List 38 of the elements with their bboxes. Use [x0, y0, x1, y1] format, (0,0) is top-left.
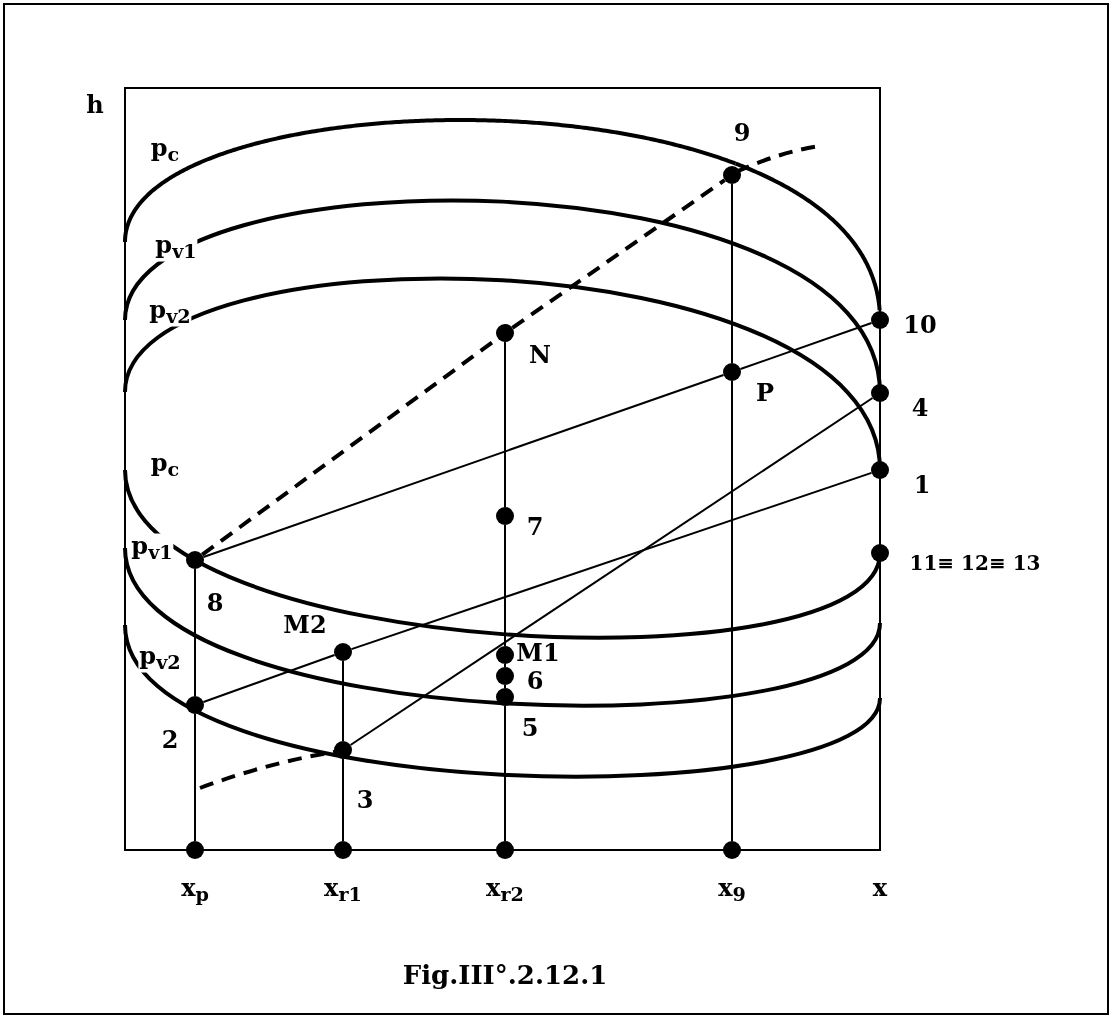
point-label: 11≡ 12≡ 13 — [909, 553, 1041, 573]
point-label: 2 — [161, 728, 179, 752]
point-label: 10 — [903, 313, 937, 337]
axis-tick-label: x$_{p}$ — [181, 875, 209, 905]
point-label: M1 — [516, 641, 560, 665]
axis-tick-label: x$_{r2}$ — [486, 875, 524, 905]
line — [504, 663, 506, 668]
line — [504, 684, 506, 689]
line — [504, 705, 506, 842]
dashed-line — [511, 178, 726, 330]
point-label: 9 — [733, 121, 751, 145]
point-label: N — [529, 343, 551, 367]
axis-tick-label: x$_{r1}$ — [324, 875, 362, 905]
point-label: M2 — [283, 613, 327, 637]
figure-caption: Fig.III°.2.12.1 — [402, 962, 608, 988]
line — [350, 471, 873, 651]
line — [202, 373, 725, 559]
line — [194, 713, 196, 842]
line — [731, 183, 733, 364]
point-label: 3 — [356, 788, 374, 812]
point-label: P — [756, 381, 774, 405]
line — [739, 322, 873, 370]
line — [504, 524, 506, 647]
point-label: 8 — [206, 591, 224, 615]
line — [342, 660, 344, 742]
line — [194, 568, 196, 697]
point-label: 7 — [526, 515, 544, 539]
point-label: 4 — [911, 396, 929, 420]
point-label: 1 — [913, 473, 931, 497]
line — [342, 758, 344, 842]
line — [504, 341, 506, 508]
line — [349, 397, 874, 746]
line — [731, 380, 733, 842]
line — [734, 161, 882, 311]
axis-tick-label: x$_{9}$ — [718, 875, 746, 905]
point-label: 6 — [526, 669, 544, 693]
point-label: 5 — [521, 716, 539, 740]
line — [202, 654, 336, 703]
